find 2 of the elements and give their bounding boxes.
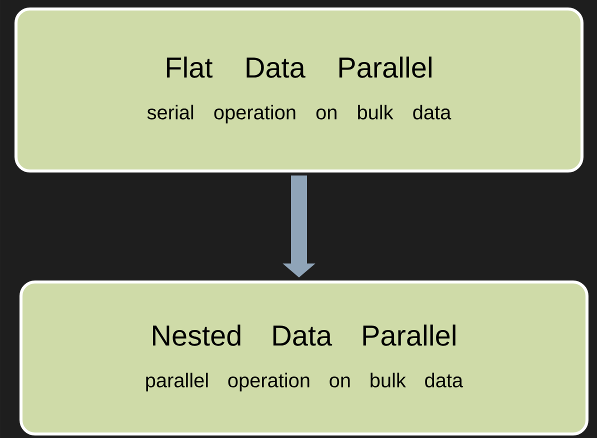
process-box: Nested Data Parallel parallel operation on bulk data — [20, 280, 588, 436]
process-box: Flat Data Parallel serial operation on bulk data — [14, 8, 584, 172]
